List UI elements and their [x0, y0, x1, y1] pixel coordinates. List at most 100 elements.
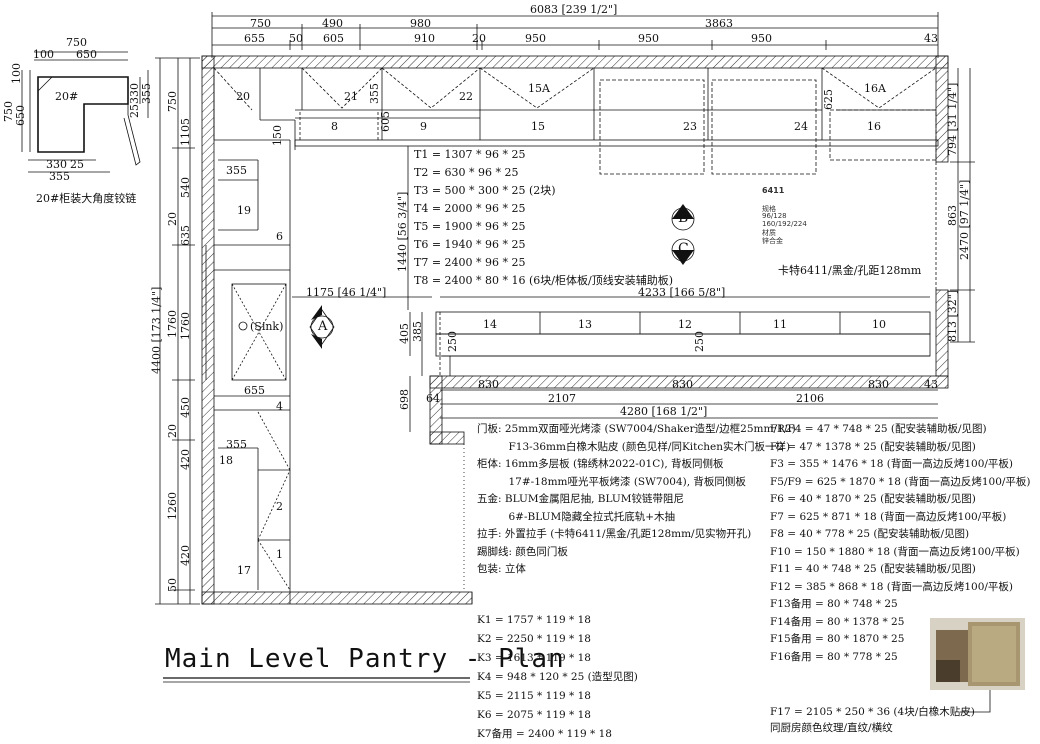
hardware-card: 6411 规格 96/128 160/192/224 材质 锌合金: [758, 182, 928, 274]
cabinet-15a: 15A: [528, 82, 550, 95]
marker-a[interactable]: A: [318, 319, 328, 334]
right-dim-2470: 2470 [97 1/4"]: [958, 179, 971, 260]
hardware-spec: 规格: [762, 205, 776, 213]
top-dim-980: 980: [410, 17, 431, 30]
dim-355-upper: 355: [368, 83, 381, 104]
kick-item: K7备用 = 2400 * 119 * 18: [477, 728, 612, 740]
marker-b[interactable]: B: [678, 210, 689, 226]
corner-dim-left-a: 100: [10, 63, 23, 84]
corner-dim-bottom-a: 330: [46, 158, 67, 171]
cabinet-6: 6: [276, 230, 283, 243]
trim-item: T7 = 2400 * 96 * 25: [414, 256, 526, 269]
cabinet-24: 24: [794, 120, 808, 133]
filler-item: F10 = 150 * 1880 * 18 (背面一高边反烤100/平板): [770, 545, 1020, 558]
dim-250-left: 250: [446, 331, 459, 352]
note-line: 门板: 25mm双面哑光烤漆 (SW7004/Shaker造型/边框25mm/R…: [477, 423, 796, 435]
filler-item: F12 = 385 * 868 * 18 (背面一高边反烤100/平板): [770, 580, 1014, 593]
left-dimension-lines: [155, 57, 200, 605]
corner-cabinet-label: 20#: [55, 90, 79, 103]
island-dim-830-b: 830: [672, 378, 693, 391]
note-line: F13-36mm白橡木贴皮 (颜色见样/同Kitchen实木门板一样): [477, 440, 791, 453]
left-dim-635: 635: [179, 225, 192, 246]
note-line: 五金: BLUM金属阻尼抽, BLUM铰链带阻尼: [477, 493, 684, 505]
right-dim-813: 813 [32"]: [946, 289, 959, 342]
cabinet-2: 2: [276, 500, 283, 513]
marker-c[interactable]: C: [678, 241, 689, 257]
dim-4233: 4233 [166 5/8"]: [638, 286, 726, 299]
filler-item: F8 = 40 * 778 * 25 (配安装辅助板/见图): [770, 528, 970, 540]
cabinet-16: 16: [867, 120, 881, 133]
dim-1440: 1440 [56 3/4"]: [396, 191, 409, 272]
right-dimension-lines: [950, 68, 975, 343]
cabinet-9: 9: [420, 120, 427, 133]
trim-item: T4 = 2000 * 96 * 25: [414, 202, 526, 215]
kick-item: K4 = 948 * 120 * 25 (造型见图): [477, 671, 638, 683]
top-dim-950-c: 950: [751, 32, 772, 45]
note-line: 17#-18mm哑光平板烤漆 (SW7004), 背板同侧板: [477, 475, 746, 488]
top-dim-950-a: 950: [525, 32, 546, 45]
right-counter: [435, 162, 937, 376]
marker-shapes: [309, 204, 695, 349]
top-dim-490: 490: [322, 17, 343, 30]
corner-dim-right-c: 25: [128, 104, 141, 118]
island-dim-total: 4280 [168 1/2"]: [620, 405, 708, 418]
filler-item: F16备用 = 80 * 778 * 25: [770, 650, 898, 663]
hardware-spec: 材质: [762, 229, 776, 237]
sink-label: (Sink): [250, 320, 284, 333]
left-dim-420-a: 420: [179, 449, 192, 470]
left-dim-1105: 1105: [179, 118, 192, 146]
left-dim-1760: 1760: [166, 310, 179, 338]
hardware-model: 6411: [762, 186, 785, 195]
left-cabinets: [205, 139, 291, 604]
island-dim-43: 43: [924, 378, 938, 391]
note-line: 踢脚线: 颜色同门板: [477, 545, 568, 558]
island-dim-2106: 2106: [796, 392, 824, 405]
hardware-caption: 卡特6411/黑金/孔距128mm: [778, 264, 922, 277]
island-dim-2107: 2107: [548, 392, 576, 405]
top-dim-20: 20: [472, 32, 486, 45]
kick-item: K5 = 2115 * 119 * 18: [477, 690, 591, 702]
corner-detail-outline: [21, 51, 149, 173]
dim-355-left: 355: [226, 164, 247, 177]
cabinet-23: 23: [683, 120, 697, 133]
dim-655-left: 655: [244, 384, 265, 397]
left-dim-1760-b: 1760: [179, 312, 192, 340]
corner-dim-bottom-c: 355: [49, 170, 70, 183]
left-dim-20-b: 20: [166, 424, 179, 438]
filler-item: F2 = 47 * 1378 * 25 (配安装辅助板/见图): [770, 440, 976, 453]
filler-item: F7 = 625 * 871 * 18 (背面一高边反烤100/平板): [770, 510, 1007, 523]
trim-item: T3 = 500 * 300 * 25 (2块): [414, 184, 556, 197]
cabinet-8: 8: [331, 120, 338, 133]
cabinet-21: 21: [344, 90, 358, 103]
cabinet-16a: 16A: [864, 82, 886, 95]
corner-dim-top-left: 100: [33, 48, 54, 61]
material-notes: 门板: 25mm双面哑光烤漆 (SW7004/Shaker造型/边框25mm/R…: [477, 421, 796, 579]
left-dim-450: 450: [179, 397, 192, 418]
overall-depth-dim: 4400 [173 1/4"]: [150, 286, 163, 374]
top-dim-950-b: 950: [638, 32, 659, 45]
cabinet-19: 19: [237, 204, 251, 217]
corner-dim-left-c: 650: [14, 105, 27, 126]
trim-item: T5 = 1900 * 96 * 25: [414, 220, 526, 233]
cabinet-13: 13: [578, 318, 592, 331]
cabinet-20: 20: [236, 90, 250, 103]
cabinet-11: 11: [773, 318, 787, 331]
top-dim-655: 655: [244, 32, 265, 45]
cabinet-1: 1: [276, 548, 283, 561]
kick-item: K1 = 1757 * 119 * 18: [477, 614, 591, 626]
filler-item: F3 = 355 * 1476 * 18 (背面一高边反烤100/平板): [770, 458, 1014, 470]
note-line: 6#-BLUM隐藏全拉式托底轨+木抽: [477, 510, 676, 523]
cabinet-17: 17: [237, 564, 251, 577]
filler-list: F1/F4 = 47 * 748 * 25 (配安装辅助板/见图) F2 = 4…: [770, 421, 1031, 666]
trim-item: T1 = 1307 * 96 * 25: [414, 148, 526, 161]
island-dim-830-a: 830: [478, 378, 499, 391]
cabinet-12: 12: [678, 318, 692, 331]
dim-250-right: 250: [693, 331, 706, 352]
filler-item: F5/F9 = 625 * 1870 * 18 (背面一高边反烤100/平板): [770, 475, 1031, 488]
cabinet-22: 22: [459, 90, 473, 103]
f17-note: 同厨房颜色纹理/直纹/横纹: [770, 722, 893, 734]
drawing-title: Main Level Pantry - Plan: [165, 644, 565, 674]
left-dim-1260: 1260: [166, 492, 179, 520]
filler-item: F13备用 = 80 * 748 * 25: [770, 598, 898, 610]
